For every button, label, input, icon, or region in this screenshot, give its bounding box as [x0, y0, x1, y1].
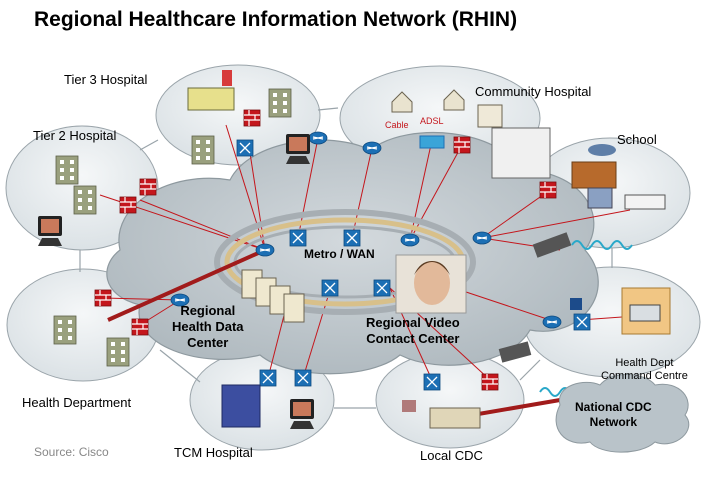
- metro-ring-outer: [214, 209, 476, 315]
- lab-icon: [402, 400, 416, 412]
- switch-icon: [289, 229, 307, 247]
- community-hospital-label: Community Hospital: [475, 84, 592, 99]
- access-point-icon: [570, 298, 582, 310]
- switch-icon: [423, 373, 441, 391]
- router-icon: [255, 243, 275, 257]
- switch-icon: [573, 313, 591, 331]
- firewall-icon: [139, 178, 157, 196]
- contact-center-agent-photo: [395, 254, 467, 314]
- tier3-label: Tier 3 Hospital: [64, 72, 148, 87]
- cable-link-label: Cable: [385, 120, 409, 130]
- switch-icon: [259, 369, 277, 387]
- school-label: School: [617, 132, 657, 147]
- house-icon: [391, 91, 413, 113]
- videophone-icon: [38, 216, 62, 246]
- data-center-servers: [241, 269, 305, 323]
- house-icon: [443, 89, 465, 111]
- videophone-icon: [286, 134, 310, 164]
- tcm-building-icon: [221, 384, 261, 428]
- page-title: Regional Healthcare Information Network …: [34, 8, 518, 31]
- switch-icon: [294, 369, 312, 387]
- bubble-local-cdc: [375, 351, 525, 449]
- firewall-icon: [453, 136, 471, 154]
- server-icon: [491, 127, 551, 179]
- wireless-link-school: [571, 240, 633, 250]
- tcm-hospital-label: TCM Hospital: [174, 445, 253, 460]
- firewall-icon: [131, 318, 149, 336]
- satellite-dish-icon: [588, 144, 616, 156]
- link-health-dept: [107, 248, 266, 322]
- national-cdc-cloud: [555, 374, 690, 453]
- building-icon: [53, 315, 77, 345]
- router-icon: [400, 233, 420, 247]
- switch-icon: [419, 135, 445, 149]
- mobile-device-icon: [532, 232, 572, 258]
- router-icon: [362, 141, 382, 155]
- server-icon: [624, 194, 666, 210]
- health-dept-command-centre-label: Health Dept Command Centre: [601, 357, 688, 382]
- cdc-building-icon: [429, 407, 481, 429]
- router-icon: [542, 315, 562, 329]
- firewall-icon: [481, 373, 499, 391]
- mobile-device-icon: [498, 341, 532, 363]
- videophone-icon: [290, 399, 314, 429]
- firewall-icon: [539, 181, 557, 199]
- regional-health-data-center-label: Regional Health Data Center: [172, 303, 244, 350]
- bubble-connectors: [79, 107, 613, 409]
- site-equipment: [38, 70, 671, 429]
- hospital-building-icon: [191, 135, 215, 165]
- pharmacy-icon: [477, 104, 503, 128]
- switch-icon: [373, 279, 391, 297]
- adsl-link-label: ADSL: [420, 116, 444, 126]
- firewall-icon: [94, 289, 112, 307]
- wan-cloud: [106, 132, 599, 375]
- national-cdc-label: National CDC Network: [575, 400, 652, 429]
- hospital-icon: [187, 87, 235, 111]
- tier2-label: Tier 2 Hospital: [33, 128, 117, 143]
- hospital-building-icon: [268, 88, 292, 118]
- regional-video-contact-center-label: Regional Video Contact Center: [366, 315, 460, 346]
- building-icon: [55, 155, 79, 185]
- building-icon: [73, 185, 97, 215]
- vehicle-icon: [629, 304, 661, 322]
- metro-wan-label: Metro / WAN: [304, 247, 375, 261]
- school-icon: [571, 161, 617, 189]
- switch-icon: [321, 279, 339, 297]
- switch-icon: [236, 139, 254, 157]
- ip-phone-icon: [587, 187, 613, 209]
- switch-icon: [343, 229, 361, 247]
- hospital-cross-icon: [222, 70, 232, 86]
- source-note: Source: Cisco: [34, 445, 109, 459]
- router-icon: [308, 131, 328, 145]
- firewall-icon: [243, 109, 261, 127]
- health-department-label: Health Department: [22, 395, 132, 410]
- firewall-icon: [119, 196, 137, 214]
- router-icon: [472, 231, 492, 245]
- building-icon: [106, 337, 130, 367]
- local-cdc-label: Local CDC: [420, 448, 483, 463]
